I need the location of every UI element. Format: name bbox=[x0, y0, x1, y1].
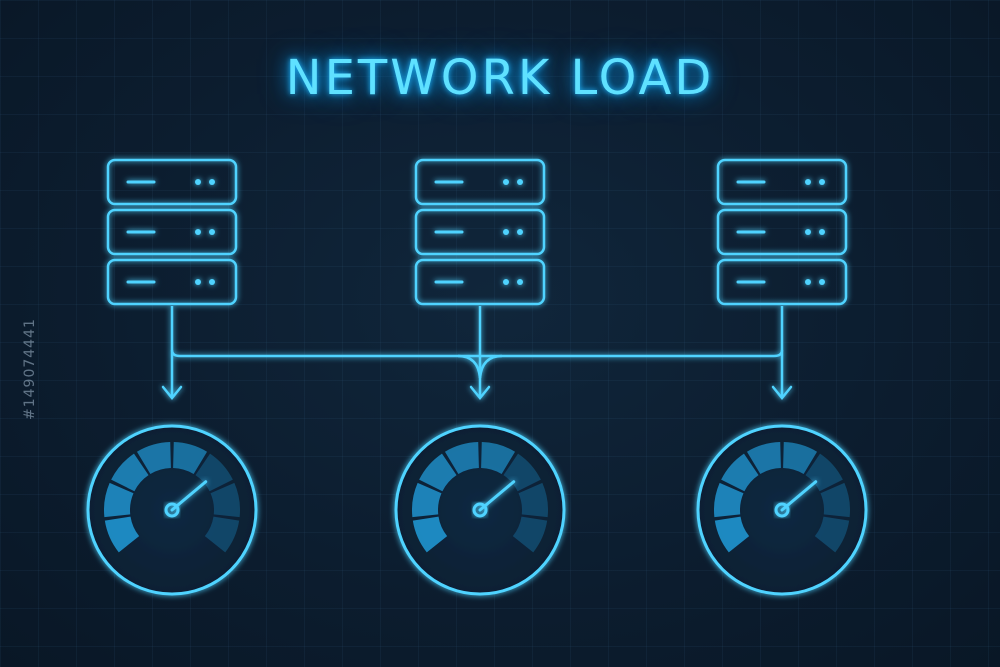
gauge-segment bbox=[783, 442, 818, 474]
gauge-segment bbox=[412, 482, 442, 518]
gauge-segment bbox=[713, 482, 744, 518]
gauge-segment bbox=[721, 453, 759, 492]
server-led bbox=[819, 279, 825, 285]
server-unit bbox=[414, 208, 546, 256]
gauge-segment bbox=[204, 516, 240, 553]
server-unit bbox=[414, 258, 546, 306]
page-title: NETWORK LOAD bbox=[285, 50, 715, 106]
gauge-segment bbox=[419, 453, 457, 492]
connectors-layer bbox=[161, 306, 793, 400]
server-led bbox=[209, 279, 215, 285]
server-led bbox=[503, 279, 509, 285]
server-unit bbox=[106, 258, 238, 306]
server-unit bbox=[106, 208, 238, 256]
server-led bbox=[805, 179, 811, 185]
server-rack-icon bbox=[716, 158, 848, 306]
server-led bbox=[209, 179, 215, 185]
gauge-segment bbox=[412, 516, 448, 553]
gauge-segment bbox=[746, 442, 781, 474]
server-led bbox=[819, 229, 825, 235]
servers-layer bbox=[106, 158, 848, 306]
down-arrow-icon bbox=[161, 385, 183, 400]
gauge-segment bbox=[111, 453, 149, 492]
server-led bbox=[517, 179, 523, 185]
gauge-segment bbox=[444, 442, 479, 474]
gauge-segment bbox=[104, 516, 140, 553]
gauge-segment bbox=[518, 482, 549, 518]
server-unit bbox=[716, 258, 848, 306]
gauge-hub bbox=[774, 502, 790, 518]
gauge-segment bbox=[136, 442, 171, 474]
gauge-hub bbox=[164, 502, 180, 518]
server-led bbox=[517, 279, 523, 285]
server-led bbox=[195, 279, 201, 285]
gauge-segment bbox=[210, 482, 240, 518]
down-arrow-icon bbox=[469, 385, 491, 400]
speedometer-icon bbox=[696, 424, 868, 596]
gauge-segment bbox=[173, 442, 208, 474]
gauge-segment bbox=[104, 482, 134, 518]
gauges-layer bbox=[86, 424, 868, 596]
server-rack-icon bbox=[414, 158, 546, 306]
server-unit bbox=[716, 158, 848, 206]
server-led bbox=[819, 179, 825, 185]
stock-id-watermark: #149074441 bbox=[22, 318, 38, 420]
gauge-hub bbox=[472, 502, 488, 518]
bus-line bbox=[170, 349, 784, 358]
gauge-segment bbox=[814, 516, 850, 553]
server-led bbox=[195, 179, 201, 185]
server-led bbox=[805, 229, 811, 235]
server-led bbox=[195, 229, 201, 235]
server-led bbox=[209, 229, 215, 235]
gauge-segment bbox=[512, 516, 548, 553]
merge-curve bbox=[478, 354, 503, 379]
server-led bbox=[517, 229, 523, 235]
server-led bbox=[503, 229, 509, 235]
gauge-segment bbox=[481, 442, 516, 474]
gauge-segment bbox=[820, 482, 851, 518]
gauge-segment bbox=[714, 516, 750, 553]
server-unit bbox=[106, 158, 238, 206]
server-led bbox=[503, 179, 509, 185]
merge-curve bbox=[457, 354, 482, 379]
down-arrow-icon bbox=[771, 385, 793, 400]
speedometer-icon bbox=[86, 424, 258, 596]
server-led bbox=[805, 279, 811, 285]
speedometer-icon bbox=[394, 424, 566, 596]
server-unit bbox=[414, 158, 546, 206]
server-rack-icon bbox=[106, 158, 238, 306]
server-unit bbox=[716, 208, 848, 256]
